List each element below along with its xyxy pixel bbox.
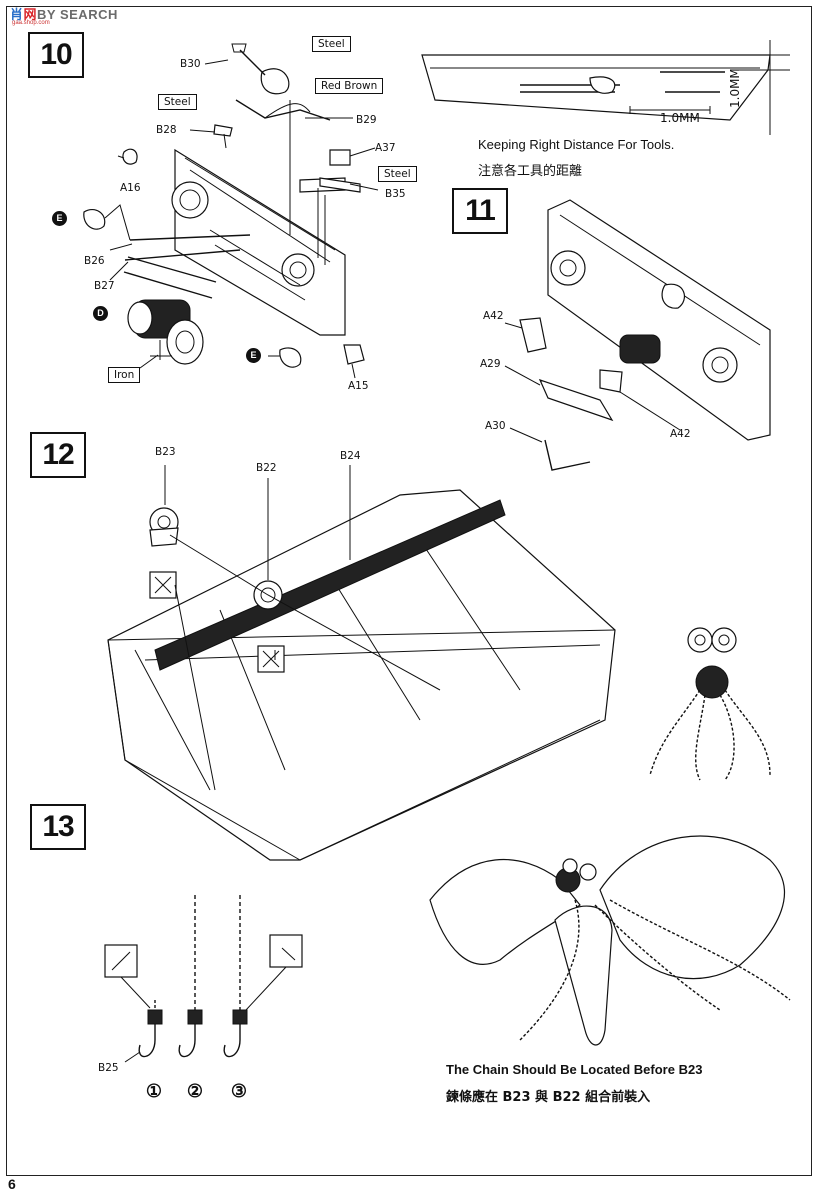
part-label-b35: B35 [385,188,406,200]
part-label-b29: B29 [356,114,377,126]
material-label-steel: Steel [158,94,197,110]
part-label-b25: B25 [98,1062,119,1074]
step-number-10: 10 [28,32,84,78]
part-label-a16: A16 [120,182,141,194]
marker-d: D [93,306,108,321]
part-label-a29: A29 [480,358,501,370]
part-label-b26: B26 [84,255,105,267]
watermark-part-c: BY SEARCH [37,7,118,22]
step-number-12: 12 [30,432,86,478]
material-label-iron: Iron [108,367,141,383]
variant-number-2: ② [186,1081,204,1101]
part-label-b27: B27 [94,280,115,292]
chain-note-english: The Chain Should Be Located Before B23 [446,1062,703,1077]
part-label-a42: A42 [670,428,691,440]
part-label-b23: B23 [155,446,176,458]
part-label-b28: B28 [156,124,177,136]
step13-drawing [104,895,303,1063]
step11-drawing [504,199,771,471]
chain-note-chinese: 鍊條應在 B23 與 B22 組合前裝入 [446,1090,651,1105]
watermark-part-a: 肖 [10,7,24,22]
tools-distance-drawing [421,40,790,135]
chain-hoist-drawing [649,627,771,781]
material-label-steel: Steel [312,36,351,52]
watermark-part-b: 网 [23,7,38,22]
dimension-vertical: 1.0MM [728,68,742,108]
step10-drawing [83,43,379,379]
part-label-a15: A15 [348,380,369,392]
tools-note-english: Keeping Right Distance For Tools. [478,137,675,152]
part-label-a37: A37 [375,142,396,154]
part-label-a42: A42 [483,310,504,322]
step-number-13: 13 [30,804,86,850]
variant-number-1: ① [145,1081,163,1101]
step-number-11: 11 [452,188,508,234]
marker-e: E [52,211,67,226]
watermark-url: gaa.shop.com [12,20,50,26]
tools-note-chinese: 注意各工具的距離 [478,164,583,179]
material-label-red-brown: Red Brown [315,78,384,94]
part-label-b24: B24 [340,450,361,462]
part-label-b30: B30 [180,58,201,70]
material-label-steel: Steel [378,166,417,182]
variant-number-3: ③ [230,1081,248,1101]
step12-drawing [107,465,616,861]
page-number: 6 [8,1176,16,1192]
watermark: 肖网BY SEARCH [10,4,118,23]
part-label-a30: A30 [485,420,506,432]
page-frame [6,6,812,1176]
hands-drawing [429,835,791,1046]
marker-e: E [246,348,261,363]
part-label-b22: B22 [256,462,277,474]
dimension-horizontal: 1.0MM [660,111,700,125]
